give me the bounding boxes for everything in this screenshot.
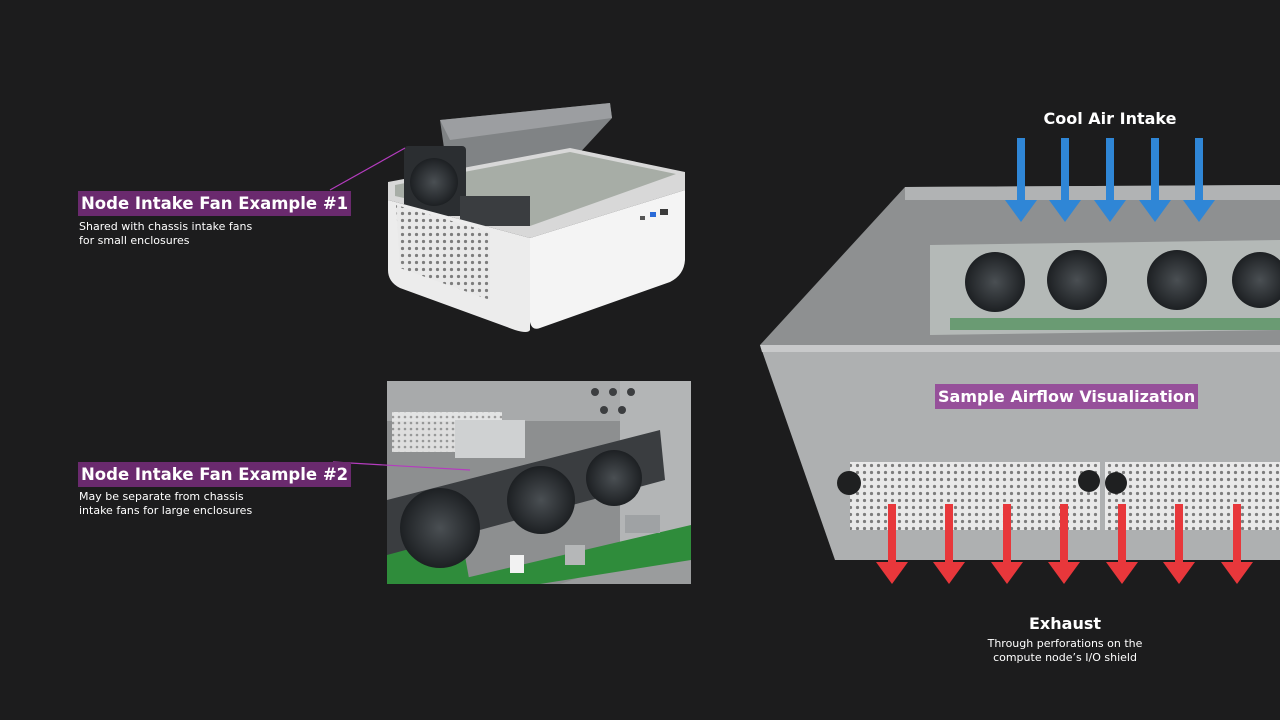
exhaust-arrow-icon — [933, 504, 965, 584]
small-enclosure-illustration — [388, 103, 685, 332]
leader-line — [332, 461, 471, 471]
fan-icon — [400, 488, 480, 568]
fan-icon — [586, 450, 642, 506]
exhaust-desc-line2: compute node’s I/O shield — [993, 651, 1137, 664]
exhaust-description: Through perforations on the compute node… — [965, 637, 1165, 665]
intake-arrow-icon — [1094, 138, 1126, 222]
exhaust-arrow-icon — [876, 504, 908, 584]
fan-icon — [965, 252, 1025, 312]
fan-example-2-description: May be separate from chassis intake fans… — [79, 490, 252, 518]
fan-icon — [1147, 250, 1207, 310]
airflow-visualization-title: Sample Airflow Visualization — [935, 384, 1199, 409]
exhaust-label: Exhaust — [1029, 614, 1101, 633]
large-enclosure-illustration — [387, 381, 691, 584]
intake-arrow-icon — [1049, 138, 1081, 222]
fan-example-1-desc-line2: for small enclosures — [79, 234, 190, 247]
intake-arrows — [1005, 138, 1215, 222]
intake-label: Cool Air Intake — [1043, 109, 1177, 128]
fan-example-2-desc-line2: intake fans for large enclosures — [79, 504, 253, 517]
exhaust-arrow-icon — [1106, 504, 1138, 584]
fan-icon — [1047, 250, 1107, 310]
exhaust-arrow-icon — [1048, 504, 1080, 584]
fan-icon — [507, 466, 575, 534]
fan-example-1-desc-line1: Shared with chassis intake fans — [79, 220, 253, 233]
fan-example-1-title: Node Intake Fan Example #1 — [78, 191, 352, 216]
fan-example-2-title: Node Intake Fan Example #2 — [78, 462, 352, 487]
exhaust-arrow-icon — [1163, 504, 1195, 584]
leader-line — [329, 147, 406, 191]
exhaust-arrows — [876, 504, 1253, 584]
exhaust-desc-line1: Through perforations on the — [987, 637, 1143, 650]
intake-arrow-icon — [1139, 138, 1171, 222]
intake-arrow-icon — [1005, 138, 1037, 222]
fan-example-2-desc-line1: May be separate from chassis — [79, 490, 244, 503]
chassis-illustration — [760, 185, 1280, 560]
exhaust-arrow-icon — [1221, 504, 1253, 584]
fan-example-1-description: Shared with chassis intake fans for smal… — [79, 220, 252, 248]
exhaust-arrow-icon — [991, 504, 1023, 584]
intake-arrow-icon — [1183, 138, 1215, 222]
